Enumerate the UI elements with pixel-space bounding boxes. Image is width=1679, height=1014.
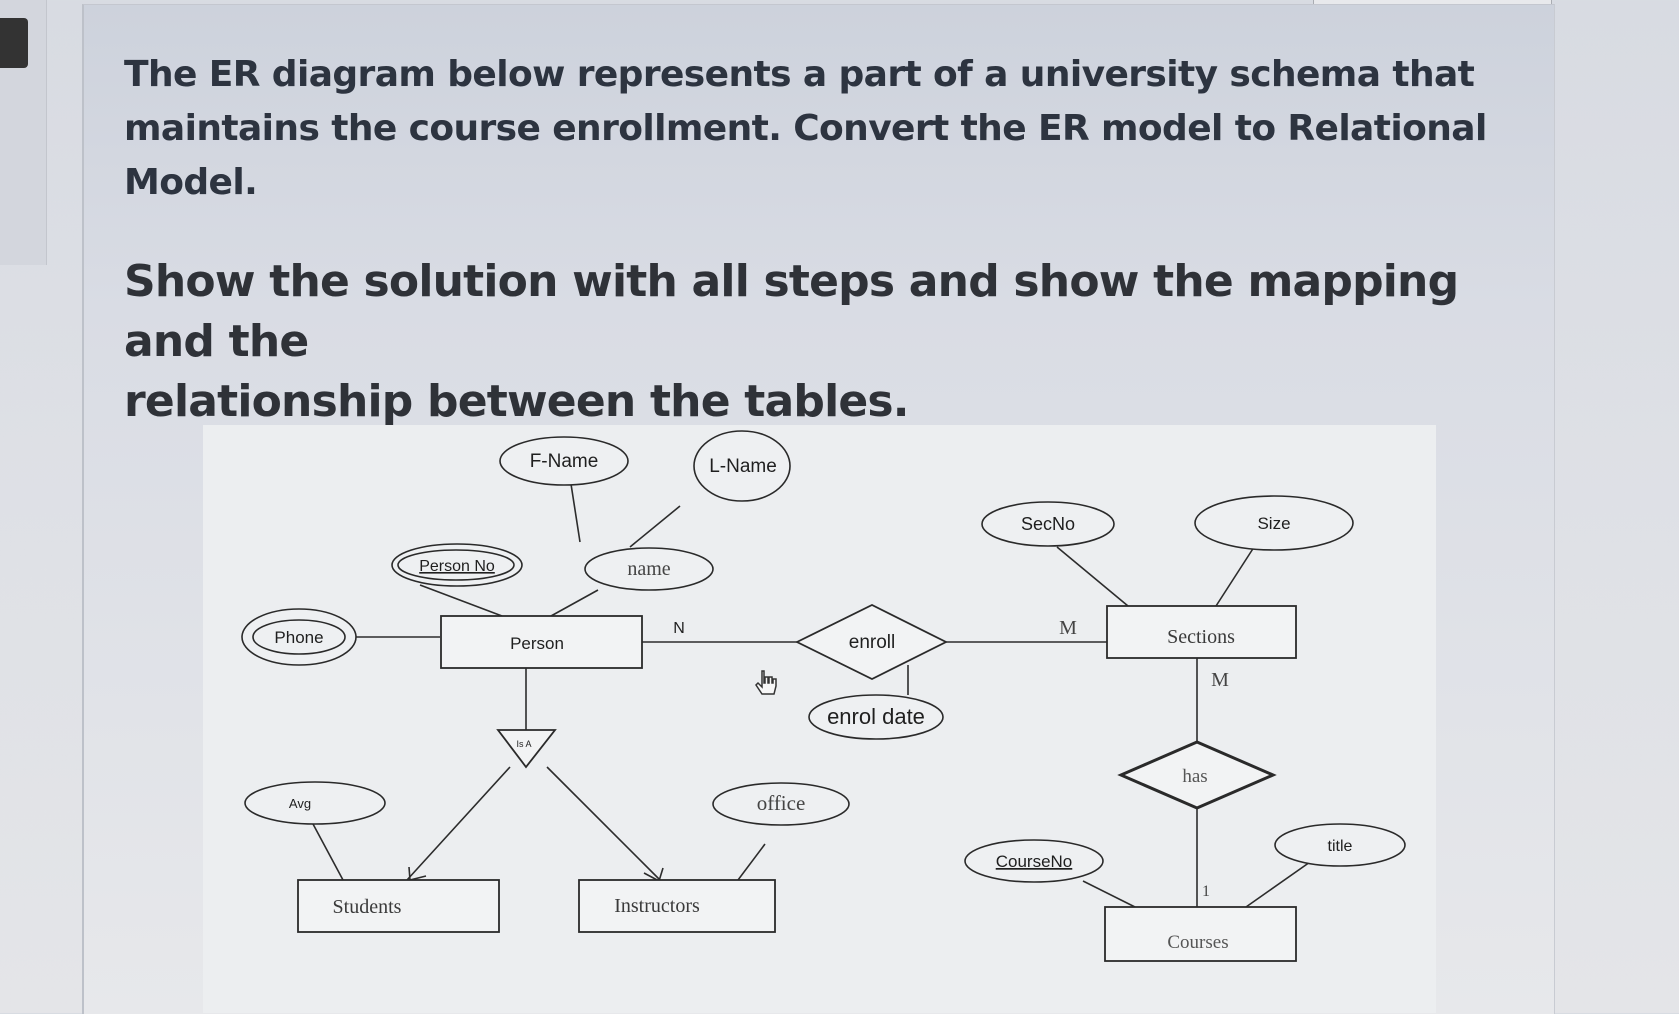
line-secno-sections [1056,546,1129,607]
attr-office-label: office [757,791,806,815]
line-lname-name [629,505,681,548]
attr-lname-shape [693,430,791,502]
attr-title-label: title [1328,838,1353,855]
entity-courses-shape [1104,906,1297,962]
rel-enroll-label: enroll [849,632,895,653]
entity-courses-label: Courses [1167,932,1228,953]
entity-sections-label: Sections [1167,626,1235,648]
entity-person-shape [440,615,643,669]
attr-fname-label: F-Name [530,451,599,472]
hand-cursor-icon [755,670,777,695]
rel-has-label: has [1182,766,1207,787]
line-avg-students [312,823,344,881]
entity-person-label: Person [510,634,564,653]
entity-shapes [297,605,1297,962]
relationship-shapes [496,603,1277,810]
card-courses-has: 1 [1202,883,1210,900]
attr-enroldate-shape [808,694,944,740]
attr-size-shape [1194,495,1354,551]
attr-courseno-label: CourseNo [996,852,1073,871]
attr-title-shape [1274,823,1406,867]
line-name-person [550,589,599,617]
attr-office-shape [712,782,850,826]
question-line-3: Show the solution with all steps and sho… [124,256,1459,367]
attr-phone-inner [252,619,346,655]
attr-personno-label: Person No [419,558,495,575]
line-fname-name [570,483,581,543]
attr-name-shape [584,547,714,591]
question-line-1: The ER diagram below represents a part o… [124,54,1475,95]
card-sections-has: M [1211,669,1229,691]
attr-phone-label: Phone [274,628,323,647]
rel-isa-label: Is A [516,739,531,749]
attr-avg-label: Avg [289,796,311,811]
line-isa-students [406,766,511,881]
line-isa-instructors [546,766,661,881]
card-person-enroll: N [673,620,685,637]
attr-avg-shape [244,781,386,825]
left-panel-edge [0,0,47,265]
attr-fname-shape [499,436,629,486]
rel-has-shape [1117,740,1277,810]
er-diagram-image: F-Name L-Name name Person No Phone Avg o… [203,425,1436,1013]
attr-secno-label: SecNo [1021,514,1075,534]
left-tab-marker[interactable] [0,18,28,68]
attribute-shapes [241,430,1406,883]
attr-size-label: Size [1257,514,1290,533]
entity-students-shape [297,879,500,933]
attr-enroldate-label: enrol date [827,704,925,729]
entity-instructors-label: Instructors [614,895,700,917]
attr-lname-label: L-Name [709,456,777,477]
er-diagram-svg: F-Name L-Name name Person No Phone Avg o… [203,425,1436,1013]
entity-instructors-shape [578,879,776,933]
question-intro: The ER diagram below represents a part o… [124,48,1544,210]
attr-secno-shape [981,501,1115,547]
card-sections-enroll: M [1059,617,1077,639]
line-size-sections [1215,543,1257,607]
entity-students-label: Students [333,896,402,918]
rel-enroll-shape [794,603,949,681]
attr-personno-inner [397,549,515,581]
line-personno-person [419,584,503,617]
line-courseno-courses [1082,880,1136,908]
attr-courseno-shape [964,839,1104,883]
question-instruction: Show the solution with all steps and sho… [124,252,1544,432]
question-line-2: maintains the course enrollment. Convert… [124,108,1487,203]
diagram-labels: F-Name L-Name name Person No Phone Avg o… [274,451,1352,953]
question-line-4: relationship between the tables. [124,376,910,427]
entity-sections-shape [1106,605,1297,659]
attr-name-label: name [627,558,670,580]
rel-isa-shape [496,729,557,769]
